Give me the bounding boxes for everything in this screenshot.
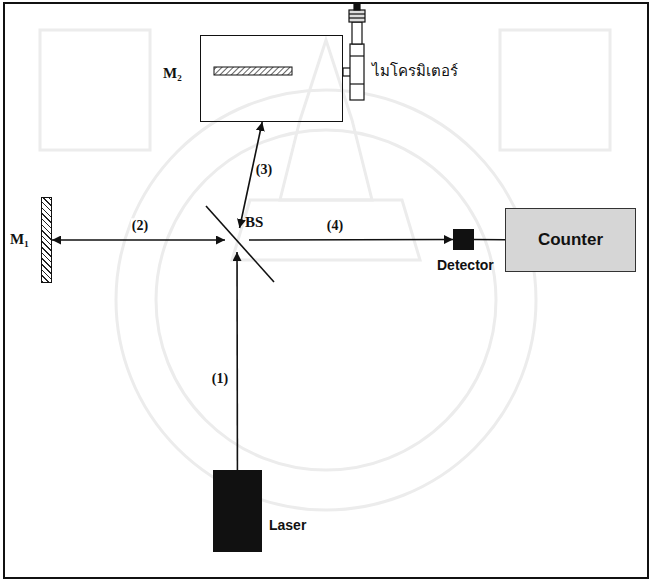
part-label: Laser (269, 518, 306, 533)
frame (4, 3, 648, 578)
beam-number: (3) (255, 162, 273, 177)
signal-wire (474, 239, 505, 241)
counter-box: Counter (505, 208, 636, 272)
laser-beam (236, 252, 238, 470)
detector: Detector (453, 229, 474, 250)
part-label: ไมโครมิเตอร์ (372, 63, 458, 80)
beam-splitter (206, 206, 274, 282)
part-label: Detector (437, 258, 494, 273)
mirror-m1: M₁ (41, 197, 52, 283)
box-label: Counter (538, 231, 603, 250)
beam-number: (1) (211, 371, 229, 386)
beam-splitter-node: BS (225, 228, 249, 252)
beam-number: (4) (326, 218, 344, 233)
part-label: BS (245, 214, 263, 231)
part-label: M₁ (10, 231, 29, 248)
beam-number: (2) (131, 218, 149, 233)
laser-source: Laser (213, 470, 262, 552)
mirror-mount-box: M₂ (200, 35, 343, 122)
micrometer-symbol (343, 4, 365, 100)
part-label: M₂ (163, 65, 182, 82)
mirror-m2 (214, 67, 292, 75)
laser-beam (52, 239, 225, 241)
laser-beam (249, 239, 453, 241)
